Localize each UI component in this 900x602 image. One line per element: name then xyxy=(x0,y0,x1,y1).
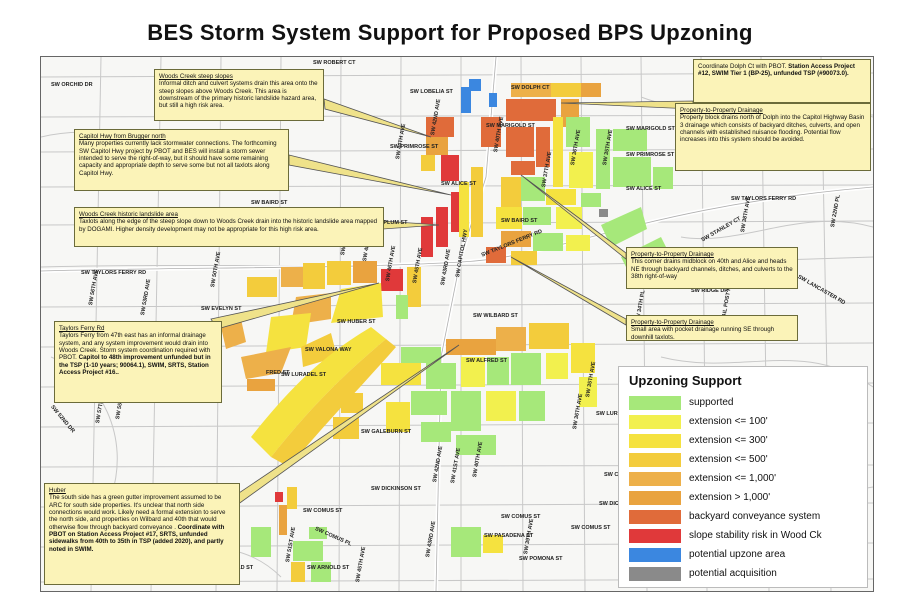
west-cluster-parcels xyxy=(221,167,483,391)
north-cluster-parcels xyxy=(421,83,673,277)
street-label: SW BAIRD ST xyxy=(251,200,288,206)
legend-swatch xyxy=(629,566,681,581)
legend-swatch xyxy=(629,433,681,448)
street-label: SW RIDGE DR xyxy=(691,288,729,294)
legend-item: potential acquisition xyxy=(629,565,857,583)
callout-huber: Huber The south side has a green gutter … xyxy=(44,483,240,585)
legend-label: slope stability risk in Wood Ck xyxy=(689,530,822,542)
legend-item: potential upzone area xyxy=(629,546,857,564)
street-label: OLD ST xyxy=(233,565,254,571)
legend-swatch xyxy=(629,509,681,524)
street-label: SW ROBERT CT xyxy=(313,60,356,66)
callout-p2p-dolph: Property-to-Property Drainage Property b… xyxy=(675,103,871,171)
street-label: SW PRIMROSE ST xyxy=(626,152,675,158)
legend-label: potential acquisition xyxy=(689,568,777,580)
street-label: SW DICKINSON ST xyxy=(371,486,421,492)
street-label: FRED ST xyxy=(266,370,290,376)
callout-woods-creek-landslide: Woods Creek historic landslide area Taxl… xyxy=(74,207,384,247)
legend-label: extension <= 100' xyxy=(689,416,768,428)
page-title: BES Storm System Support for Proposed BP… xyxy=(147,20,753,45)
legend-item: extension <= 1,000' xyxy=(629,470,857,488)
legend-item: extension > 1,000' xyxy=(629,489,857,507)
callout-dolph-ct: Coordinate Dolph Ct with PBOT. Station A… xyxy=(693,59,871,103)
street-label: SW VALONA WAY xyxy=(305,347,352,353)
street-label: SW HUBER ST xyxy=(337,319,376,325)
callout-pointers xyxy=(210,98,694,506)
street-label: SW LOBELIA ST xyxy=(410,89,453,95)
legend-label: extension <= 300' xyxy=(689,435,768,447)
street-label: SW ALICE ST xyxy=(626,186,662,192)
legend-items: supported extension <= 100' extension <= 3… xyxy=(629,394,857,583)
street-label: SW POMONA ST xyxy=(519,556,563,562)
south-corridor-parcels xyxy=(251,327,386,457)
legend-item: slope stability risk in Wood Ck xyxy=(629,527,857,545)
street-label: SW BAIRD ST xyxy=(501,218,538,224)
potential-upzone-parcels xyxy=(461,79,497,113)
legend-swatch xyxy=(629,547,681,562)
legend-label: supported xyxy=(689,397,734,409)
legend-swatch xyxy=(629,528,681,543)
callout-capitol-hwy: Capitol Hwy from Brugger north Many prop… xyxy=(74,129,289,191)
legend-label: potential upzone area xyxy=(689,549,786,561)
legend-swatch xyxy=(629,395,681,410)
street-label: SW ALICE ST xyxy=(441,181,477,187)
street-label: SW WILBARD ST xyxy=(473,313,518,319)
legend-item: supported xyxy=(629,394,857,412)
legend-label: extension <= 1,000' xyxy=(689,473,776,485)
legend-item: extension <= 500' xyxy=(629,451,857,469)
street-label: SW ALFRED ST xyxy=(466,358,508,364)
legend-title: Upzoning Support xyxy=(629,373,742,388)
legend-swatch xyxy=(629,452,681,467)
legend-item: backyard conveyance system xyxy=(629,508,857,526)
legend-label: extension <= 500' xyxy=(689,454,768,466)
street-label: SW MARIGOLD ST xyxy=(626,126,675,132)
callout-taylors-ferry-rd: Taylors Ferry Rd Taylors Ferry from 47th… xyxy=(54,321,222,403)
street-label: SW LURADEL ST xyxy=(281,372,327,378)
south-cluster-parcels xyxy=(251,323,597,582)
legend-swatch xyxy=(629,414,681,429)
street-label: SW COMUS ST xyxy=(303,508,343,514)
callout-p2p-40th: Property-to-Property Drainage This corne… xyxy=(626,247,798,289)
legend-item: extension <= 300' xyxy=(629,432,857,450)
street-label: SW PRIMROSE ST xyxy=(390,144,439,150)
street-label: SW COMUS ST xyxy=(571,525,611,531)
street-label: SW COMUS ST xyxy=(501,514,541,520)
legend: Upzoning Support supported extension <= 1… xyxy=(618,366,868,588)
street-label: SW ORCHID DR xyxy=(51,82,93,88)
street-label: SW ARNOLD ST xyxy=(307,565,350,571)
street-label: SW EVELYN ST xyxy=(201,306,242,312)
street-label: SW GALEBURN ST xyxy=(361,429,412,435)
legend-label: extension > 1,000' xyxy=(689,492,771,504)
legend-item: extension <= 100' xyxy=(629,413,857,431)
potential-acquisition-parcel xyxy=(599,209,608,217)
street-label: SW MARIGOLD ST xyxy=(486,123,535,129)
street-label: SW DOLPH CT xyxy=(511,85,550,91)
legend-swatch xyxy=(629,471,681,486)
street-label: SW TAYLORS FERRY RD xyxy=(731,196,797,202)
street-label: SW PLUM ST xyxy=(373,220,408,226)
callout-woods-creek-steep-slopes: Woods Creek steep slopes Informal ditch … xyxy=(154,69,324,121)
callout-p2p-pocket: Property-to-Property Drainage Small area… xyxy=(626,315,798,341)
street-label: SW PASADENA ST xyxy=(484,533,534,539)
legend-swatch xyxy=(629,490,681,505)
legend-label: backyard conveyance system xyxy=(689,511,821,523)
street-label: SW TAYLORS FERRY RD xyxy=(81,270,147,276)
